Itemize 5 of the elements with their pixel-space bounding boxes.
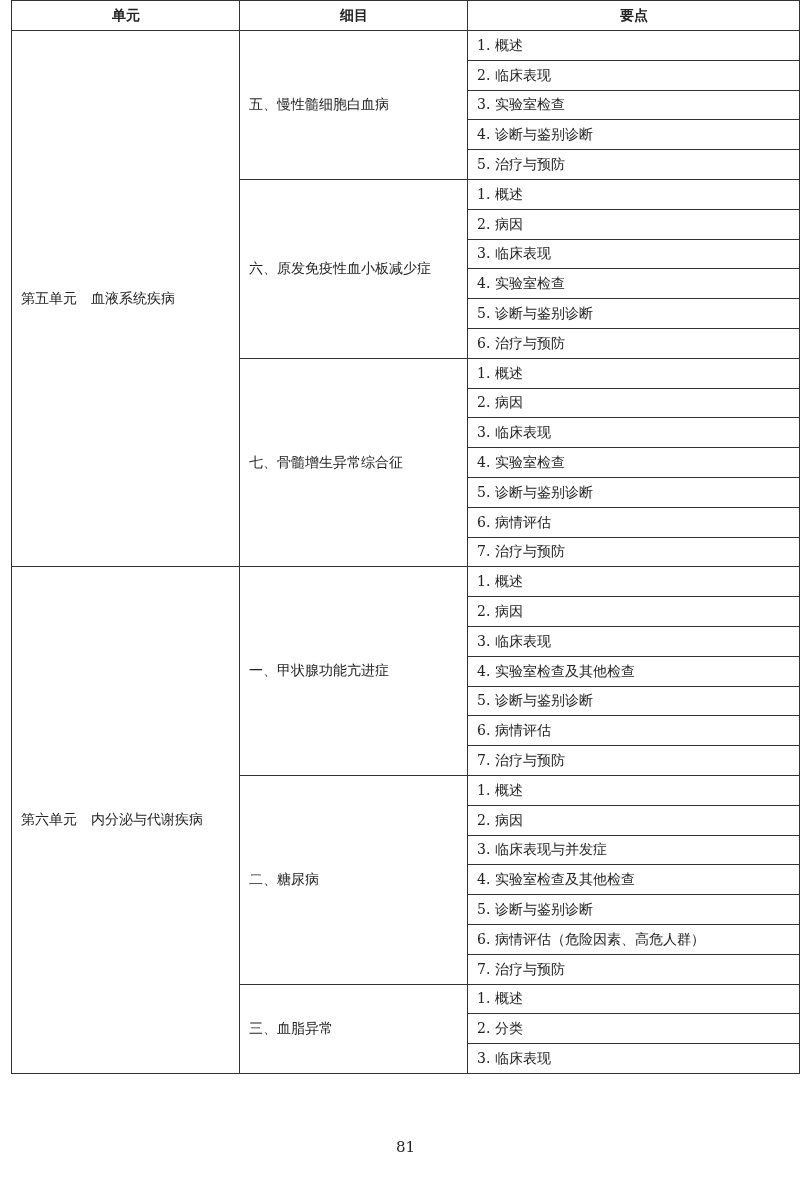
point-cell: 3. 临床表现 [467, 1043, 800, 1074]
page-number: 81 [396, 1138, 416, 1156]
header-cell: 要点 [467, 0, 800, 31]
unit-cell: 第六单元 内分泌与代谢疾病 [11, 566, 240, 1074]
header-cell: 单元 [11, 0, 240, 31]
